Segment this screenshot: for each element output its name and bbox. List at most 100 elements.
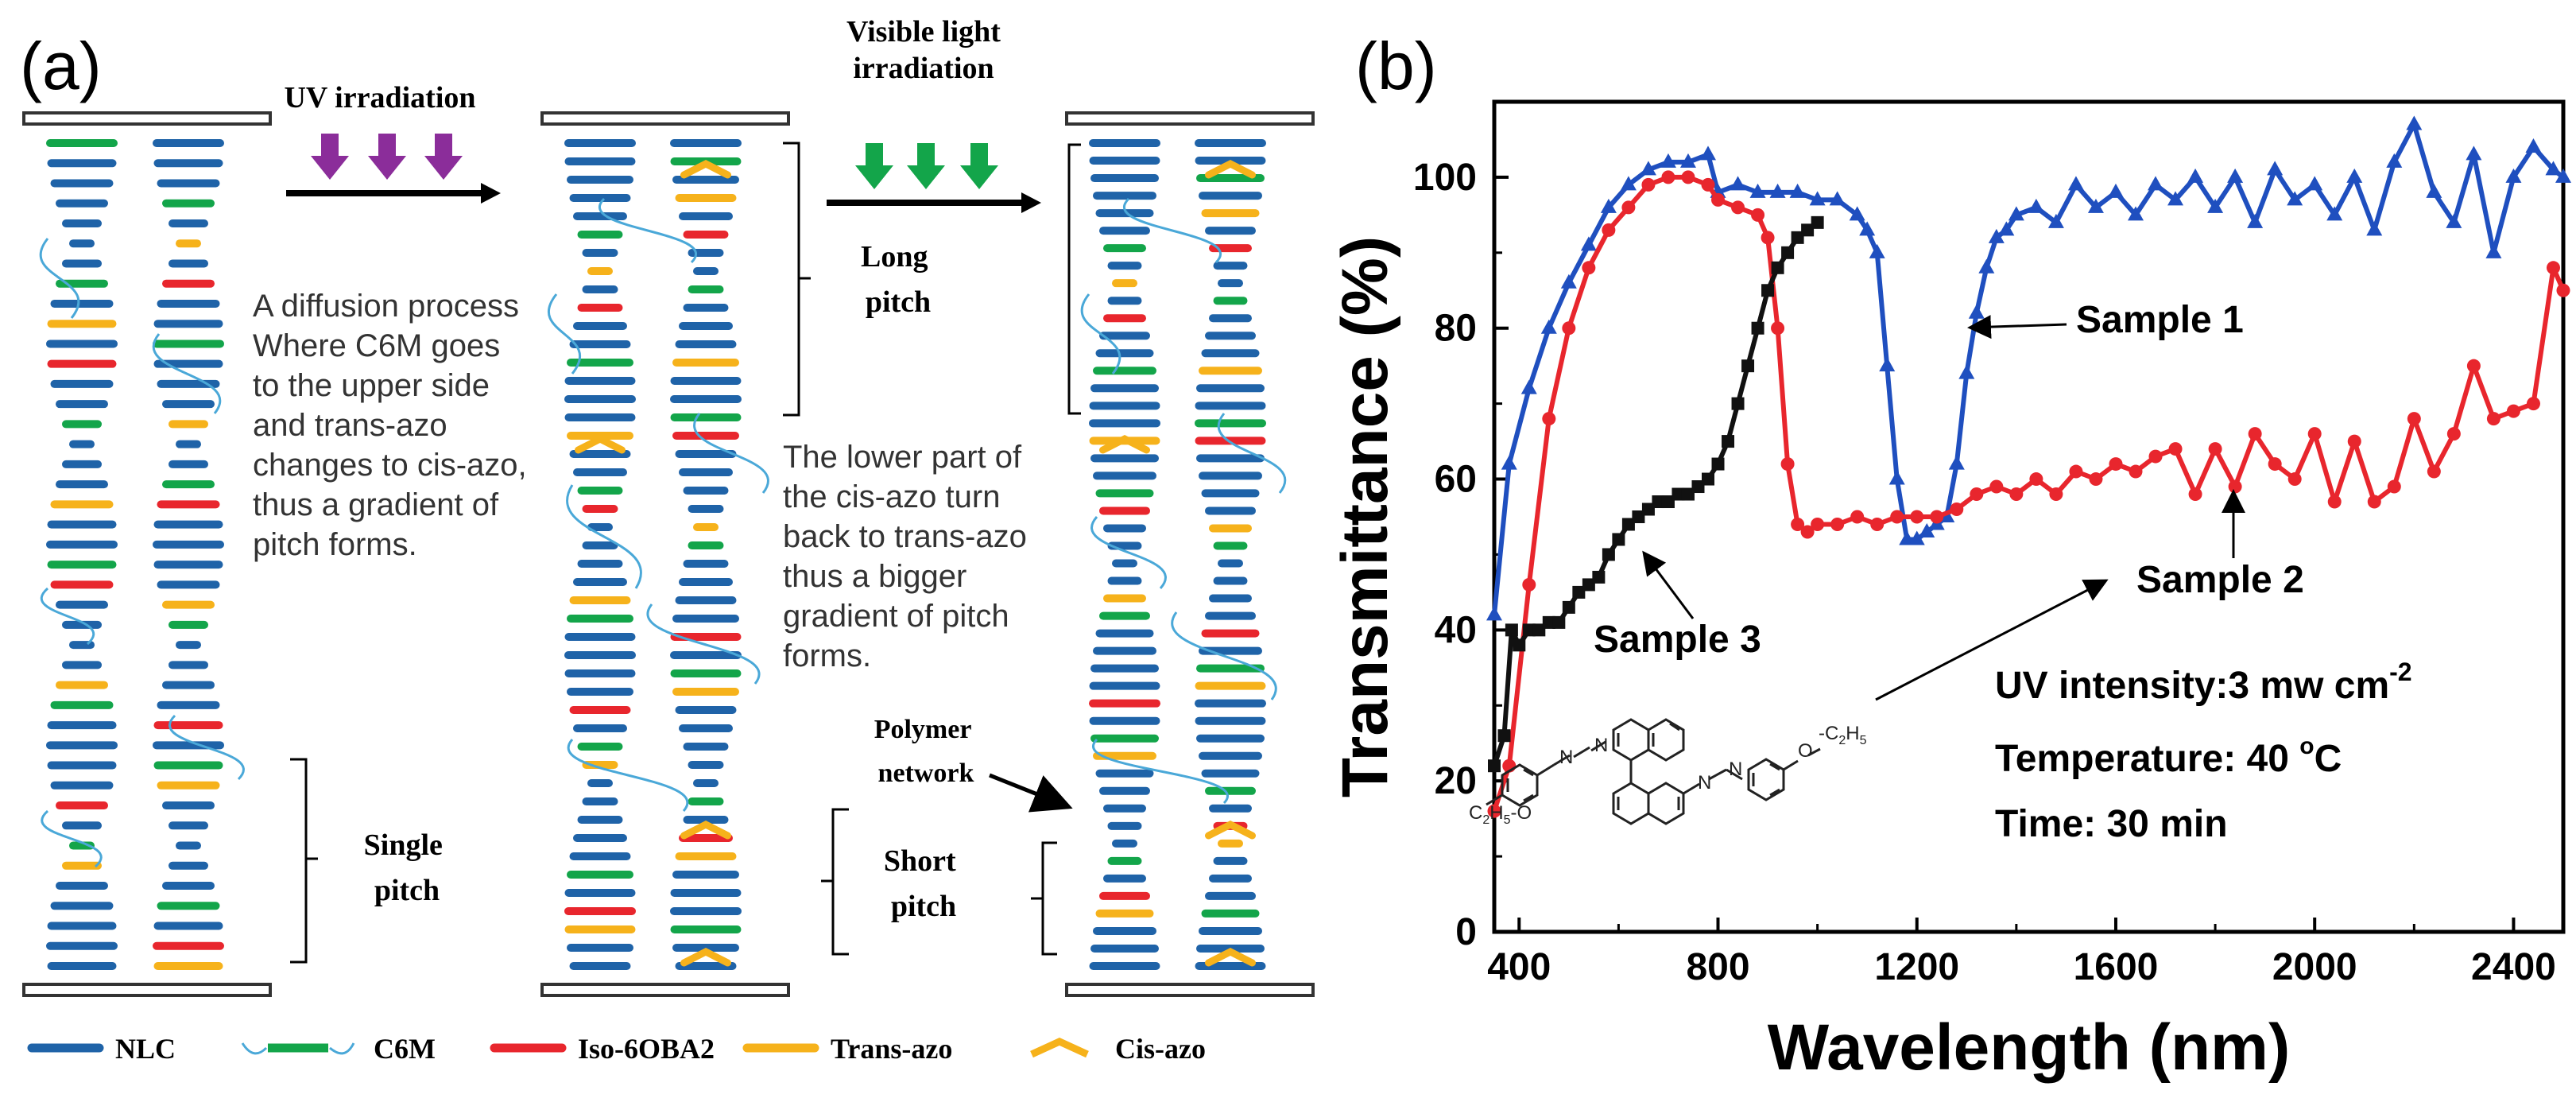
sample-3-point [1691,480,1705,494]
uv-intensity-label: UV intensity:3 mw cm-2 [1995,658,2412,707]
sample-3-point [1771,261,1784,274]
sample-2-point [2168,442,2183,456]
cis-azo-molecule [1099,434,1150,454]
x-axis-label: Wavelength (nm) [1768,1011,2291,1084]
sample-3-point [1572,585,1586,599]
sample-1-line [1492,122,2565,615]
lower-part-text-line: gradient of pitch [783,599,1009,634]
panel-b-label: (b) [1355,29,1437,103]
c6m-chain [547,293,582,374]
sample-1-point [2087,198,2104,213]
sample-2-point [1811,517,1825,531]
y-tick-label: 80 [1435,308,1477,350]
c6m-chain [567,739,689,812]
visible-label-1: Visible light [846,15,1001,49]
visible-light-irradiation: Visible light irradiation [827,15,1041,213]
uv-label: UV irradiation [284,81,475,114]
sample-3-point [1612,533,1625,546]
c6m-chain [1123,197,1222,264]
c6m-chain [169,714,245,781]
sample-1-point [1879,357,1896,372]
sample-3-point [1532,623,1546,637]
bottom-plate-2 [540,983,790,997]
sample-3-point [1781,246,1795,259]
sample-2-point [1751,208,1765,222]
legend-label-trans-azo: Trans-azo [831,1033,952,1065]
sample-2-point [2486,412,2500,426]
sample-1-point [2187,168,2204,183]
visible-process-arrowhead [1021,192,1041,213]
y-tick-label: 0 [1455,911,1477,953]
sample-2-point [1562,321,1576,336]
sample-2-point [1800,525,1815,539]
uv-process-arrowhead [481,183,501,204]
sample-2-point [2009,487,2024,502]
sample-2-point [1791,517,1805,531]
sample-2-point [2347,434,2361,448]
sample-1-point [1919,522,1935,537]
sample-3-point [1562,600,1575,614]
sample-3-point [1497,729,1511,743]
sample-1-point [2307,176,2323,191]
sample-2-point [2546,261,2560,275]
sample-2-point [2427,464,2441,479]
sample-2-point [1870,517,1885,531]
y-tick-label: 100 [1413,157,1477,199]
sample-3-line [1492,220,1819,767]
diffusion-text-line: changes to cis-azo, [253,448,527,483]
sample-3-point [1681,487,1695,501]
sample-3-point [1488,759,1501,773]
time-label: Time: 30 min [1995,803,2228,845]
sample-2-point [2556,283,2570,297]
sample-1-point [2545,161,2562,176]
legend-label-cis-azo: Cis-azo [1115,1033,1206,1065]
sample-3-point [1592,570,1606,584]
sample-1-point [2287,191,2303,206]
x-tick-label: 2000 [2272,946,2357,988]
sample-3-point [1731,397,1745,410]
sample-2-point [2268,457,2282,471]
sample-1-point [2008,206,2024,221]
diffusion-text-line: and trans-azo [253,408,447,443]
sample-3-point [1722,435,1735,448]
sample-1-point [1640,161,1656,176]
sample-1-point [1978,258,1995,274]
sample-2-point [1850,510,1865,524]
bottom-plate-3 [1065,983,1315,997]
sample-2-point [2248,427,2262,441]
c6m-chain [646,603,761,685]
y-tick-label: 40 [1435,609,1477,651]
sample-3-point [1513,638,1526,652]
sample-1-point [1540,319,1557,334]
sample-3-point [1542,615,1555,629]
c6m-chain [40,587,95,646]
sample-3-point [1522,623,1536,637]
sample-1-point [1560,274,1577,289]
sample-1-point [1849,206,1865,221]
sample-3-point [1811,215,1824,229]
long-pitch-bracket-right [1067,143,1081,415]
sample-2-point [2049,487,2063,502]
sample-1-point [1660,153,1676,168]
visible-arrow-icons [855,143,998,189]
c6m-chain [598,197,697,264]
sample-1-point [1968,304,1985,319]
series-group [1486,115,2571,818]
c6m-chain [1217,413,1287,494]
cis-azo-molecule [680,159,731,179]
uv-down-arrow-icon [311,134,349,180]
diffusion-text-line: thus a gradient of [253,487,499,522]
sample-1-point [2326,206,2343,221]
sample-2-point [2466,359,2481,373]
sample-3-point [1582,578,1595,592]
panel-a: (a) UV irradiation Visible light irradia… [20,15,1315,1065]
bottom-plate-1 [22,983,272,997]
svg-text:N: N [1594,735,1608,756]
visible-down-arrow-icon [855,143,893,189]
sample-2-point [2446,427,2461,441]
legend-label-iso-6oba2: Iso-6OBA2 [578,1033,715,1065]
sample-1-point [1908,530,1925,545]
